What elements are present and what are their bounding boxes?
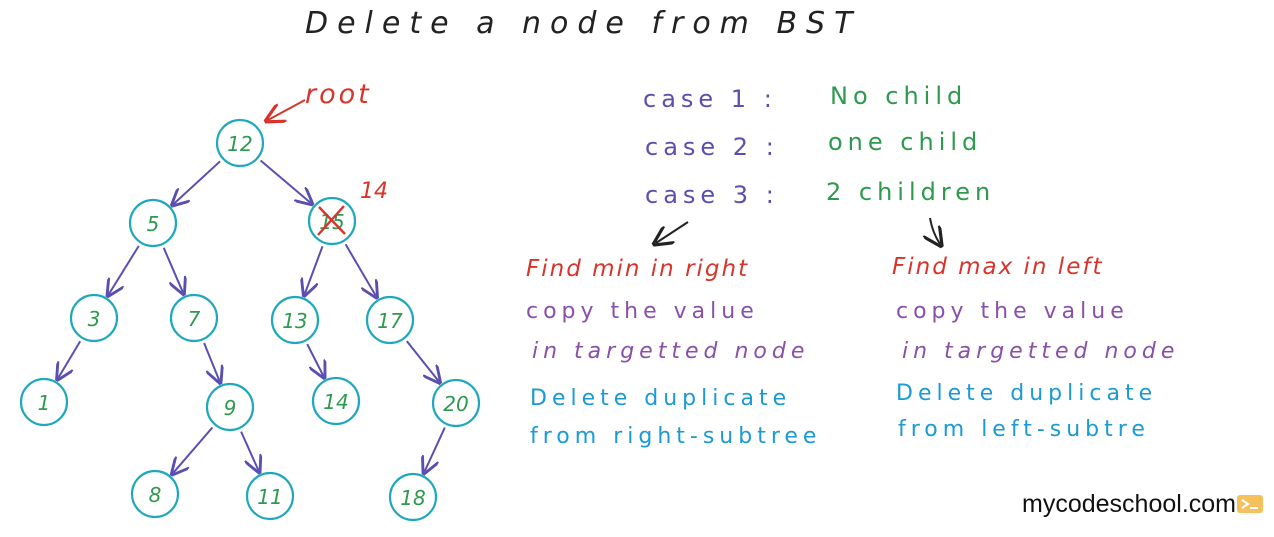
tree-node-7: 7 [169, 293, 219, 343]
right-line-2: in targetted node [902, 339, 1179, 364]
right-line-4: from left-subtre [898, 417, 1150, 442]
tree-edge-12-15 [259, 159, 311, 203]
tree-edge-9-8 [173, 426, 214, 473]
node-circle [19, 377, 69, 427]
tree-edge-7-9 [203, 342, 219, 381]
left-option-arrow [656, 221, 689, 243]
right-strategy: Find max in left copy the value in targe… [892, 254, 1179, 442]
root-label: root [305, 79, 372, 110]
page-title: Delete a node from BST [305, 6, 861, 41]
node-value: 20 [443, 392, 468, 416]
tree-node-1: 1 [19, 377, 69, 427]
node-circle [245, 471, 295, 521]
tree-node-17: 17 [365, 295, 415, 345]
node-value: 1 [38, 391, 51, 415]
node-circle [311, 376, 361, 426]
case-3-label: case 3 : [645, 181, 779, 209]
tree-edge-12-5 [174, 160, 221, 204]
tree-node-9: 9 [205, 382, 255, 432]
tree-edge-15-13 [305, 245, 324, 293]
left-strategy: Find min in right copy the value in targ… [526, 256, 821, 449]
right-heading: Find max in left [892, 254, 1103, 280]
tree-edge-5-7 [162, 247, 183, 292]
node-value: 9 [224, 396, 237, 420]
tree-node-5: 5 [128, 198, 178, 248]
tree-edge-15-17 [344, 243, 376, 295]
replacement-value: 14 [360, 179, 388, 204]
case-3-desc: 2 children [826, 178, 995, 206]
right-line-1: copy the value [896, 299, 1129, 324]
case-1-desc: No child [830, 82, 967, 110]
node-circle [270, 295, 320, 345]
brand-logo-icon [1237, 495, 1263, 513]
left-line-2: in targetted node [532, 339, 809, 364]
node-circle [215, 118, 265, 168]
node-value: 18 [400, 486, 425, 510]
node-circle [388, 472, 438, 522]
node-value: 8 [149, 483, 162, 507]
tree-edge-9-11 [240, 431, 258, 471]
node-circle [130, 469, 180, 519]
node-circle [205, 382, 255, 432]
cases-list: case 1 : No child case 2 : one child cas… [643, 82, 995, 209]
node-circle [128, 198, 178, 248]
cross-out-mark [317, 205, 346, 236]
node-circle [169, 293, 219, 343]
node-circle [431, 378, 481, 428]
tree-node-18: 18 [388, 472, 438, 522]
tree-node-13: 13 [270, 295, 320, 345]
left-heading: Find min in right [526, 256, 749, 282]
node-value: 5 [147, 212, 160, 236]
node-value: 13 [282, 309, 307, 333]
left-line-4: from right-subtree [530, 424, 821, 449]
tree-edge-5-3 [109, 245, 140, 294]
node-value: 7 [188, 307, 201, 331]
tree-node-12: 12 [215, 118, 265, 168]
left-line-1: copy the value [526, 299, 759, 324]
node-circle [365, 295, 415, 345]
tree-nodes: 1251537131719142081118 [19, 118, 481, 522]
tree-edge-3-1 [58, 340, 82, 378]
root-arrow [268, 99, 306, 120]
right-option-arrow [930, 217, 940, 244]
left-line-3: Delete duplicate [530, 386, 791, 411]
tree-node-3: 3 [69, 293, 119, 343]
tree-edge-20-18 [425, 427, 446, 472]
tree-node-20: 20 [431, 378, 481, 428]
node-circle [69, 293, 119, 343]
case-2-label: case 2 : [645, 133, 779, 161]
node-value: 14 [323, 390, 348, 414]
right-line-3: Delete duplicate [896, 381, 1157, 406]
tree-edge-13-14 [306, 343, 323, 376]
case-2-desc: one child [828, 128, 982, 156]
case-1-label: case 1 : [643, 85, 777, 113]
tree-edge-17-20 [406, 340, 439, 381]
brand-watermark: mycodeschool.com [1022, 490, 1236, 518]
node-value: 12 [227, 132, 252, 156]
tree-node-8: 8 [130, 469, 180, 519]
tree-edges [58, 159, 446, 473]
tree-node-14: 14 [311, 376, 361, 426]
tree-node-11: 11 [245, 471, 295, 521]
node-value: 17 [377, 309, 403, 333]
node-value: 11 [257, 485, 282, 509]
node-value: 3 [88, 307, 101, 331]
